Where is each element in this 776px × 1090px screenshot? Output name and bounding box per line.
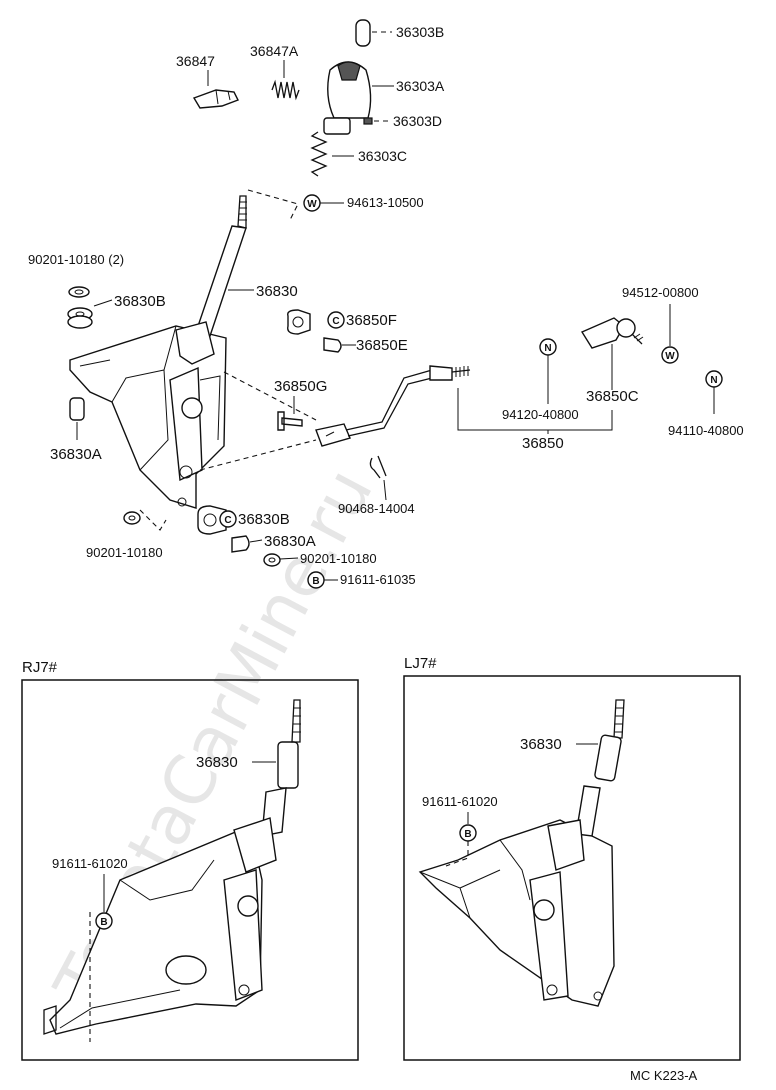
- label-36850f: 36850F: [346, 312, 397, 329]
- label-94120-40800: 94120-40800: [502, 407, 579, 422]
- lj7-mark-b: B: [464, 829, 471, 840]
- bolt-36850g: [277, 411, 303, 431]
- label-36303c: 36303C: [358, 148, 407, 164]
- label-36850: 36850: [522, 435, 564, 452]
- assembly-bracket: [457, 388, 613, 431]
- label-36847: 36847: [176, 53, 215, 69]
- leader: [383, 479, 387, 501]
- label-36850g: 36850G: [274, 378, 327, 395]
- shift-rod-36850: [315, 365, 471, 447]
- mark-c-2: C: [224, 515, 231, 526]
- label-91611-61035: 91611-61035: [340, 572, 416, 587]
- label-90468-14004: 90468-14004: [338, 501, 415, 516]
- rj7-title: RJ7#: [22, 659, 58, 676]
- mark-circle-c2: [219, 510, 237, 528]
- spring-36303c: [310, 131, 328, 177]
- rj7-variant-box: [21, 679, 359, 1061]
- lj7-label-36830: 36830: [520, 736, 562, 753]
- mark-n-2: N: [710, 375, 717, 386]
- label-94613-10500: 94613-10500: [347, 195, 424, 210]
- label-36830a-bottom: 36830A: [264, 533, 316, 550]
- label-90201-10180-2: 90201-10180 (2): [28, 252, 124, 267]
- mark-w-2: W: [665, 351, 675, 362]
- label-36303a: 36303A: [396, 78, 445, 94]
- label-94110-40800: 94110-40800: [668, 423, 744, 438]
- ball-joint-36850c: [580, 317, 644, 349]
- mark-n-1: N: [544, 343, 551, 354]
- bushing-36850f: [287, 309, 311, 335]
- bushing-36830b-bottom: [197, 505, 227, 535]
- label-36847a: 36847A: [250, 43, 299, 59]
- lj7-title: LJ7#: [404, 655, 437, 672]
- dash-link: [139, 509, 167, 531]
- spring-36847a: [271, 79, 300, 101]
- mark-circle-w2: [661, 346, 679, 364]
- bushing-36850e: [323, 337, 342, 353]
- washer-90201-right: [263, 553, 281, 567]
- diagram-code: MC K223-A: [630, 1068, 698, 1083]
- label-36850c: 36850C: [586, 388, 639, 405]
- mark-b-1: B: [312, 576, 319, 587]
- leader: [93, 299, 113, 307]
- clip-36847: [192, 89, 239, 109]
- label-36830a-left: 36830A: [50, 446, 102, 463]
- pin-36303d: [363, 117, 373, 125]
- cap-36303b: [355, 19, 371, 47]
- label-36303b: 36303B: [396, 24, 444, 40]
- shift-lever-36830: [169, 195, 247, 507]
- cotter-pin-90468: [369, 455, 387, 479]
- lj7-variant-box: [403, 675, 741, 1061]
- label-90201-10180-left: 90201-10180: [86, 545, 163, 560]
- rj7-lever-assembly: [43, 699, 301, 1035]
- rj7-mark-circle-b: [95, 912, 113, 930]
- rj7-label-36830: 36830: [196, 754, 238, 771]
- label-90201-10180-right: 90201-10180: [300, 551, 377, 566]
- lj7-label-91611-61020: 91611-61020: [422, 794, 498, 809]
- mark-w-1: W: [307, 199, 317, 210]
- label-36830-main: 36830: [256, 283, 298, 300]
- label-94512-00800: 94512-00800: [622, 285, 699, 300]
- lj7-lever-assembly: [418, 699, 625, 1007]
- label-36850e: 36850E: [356, 337, 408, 354]
- label-36830b-top: 36830B: [114, 293, 166, 310]
- bushing-36830b-top: [67, 307, 93, 329]
- bushing-36830a-left: [69, 397, 85, 421]
- shift-knob-36303a: [323, 61, 372, 135]
- washer-90201: [68, 286, 90, 298]
- dash-link: [247, 189, 299, 221]
- washer-90201-left: [123, 511, 141, 525]
- leader: [249, 539, 263, 543]
- dash-link: [199, 439, 317, 471]
- label-36303d: 36303D: [393, 113, 442, 129]
- mark-circle-c1: [327, 311, 345, 329]
- mark-c-1: C: [332, 316, 339, 327]
- leader: [279, 557, 299, 560]
- label-36830b-bottom: 36830B: [238, 511, 290, 528]
- bushing-36830a-bottom: [231, 535, 250, 553]
- rj7-mark-b: B: [100, 917, 107, 928]
- rj7-label-91611-61020: 91611-61020: [52, 856, 128, 871]
